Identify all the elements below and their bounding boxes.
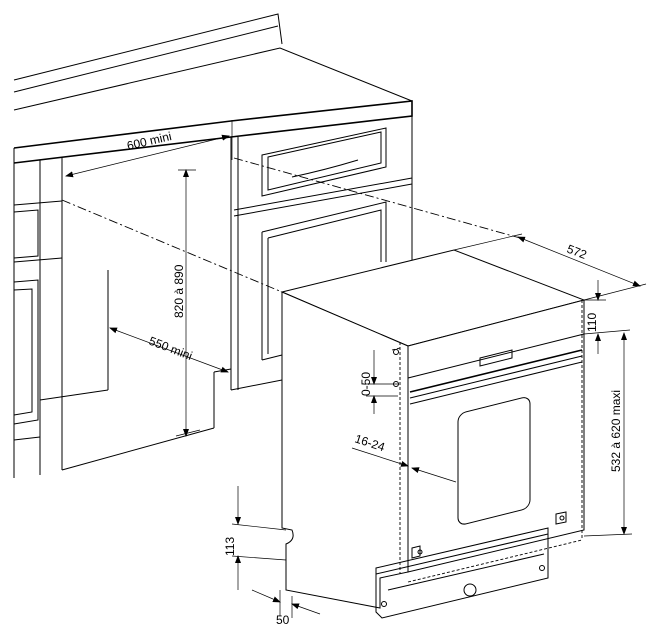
appliance-depth-label: 572 [565, 242, 589, 262]
dimension-appliance-height: 532 à 620 maxi [583, 332, 633, 537]
plinth-setback-label: 50 [276, 613, 290, 626]
plinth-height-label: 113 [223, 537, 237, 556]
dimension-depth-min: 550 mini [107, 326, 229, 373]
left-cabinet [13, 158, 109, 478]
dimension-plinth-setback: 50 [251, 589, 321, 627]
dimension-appliance-depth: 572 [453, 233, 647, 301]
height-range-label: 820 à 890 [172, 264, 186, 318]
dimension-width-min: 600 mini [61, 120, 233, 180]
appliance-height-label: 532 à 620 maxi [609, 390, 623, 472]
appliance [280, 249, 586, 619]
dimension-top-gap: 110 [583, 280, 631, 354]
adjust-range-label: 0-50 [359, 372, 373, 396]
right-cabinet [61, 116, 413, 471]
top-gap-label: 110 [585, 313, 599, 332]
dimension-height-range: 820 à 890 [172, 169, 201, 437]
dimension-plinth-height: 113 [223, 486, 287, 590]
dimension-adjust-range: 0-50 [359, 350, 398, 414]
depth-min-label: 550 mini [147, 334, 194, 363]
countertop [13, 13, 413, 164]
